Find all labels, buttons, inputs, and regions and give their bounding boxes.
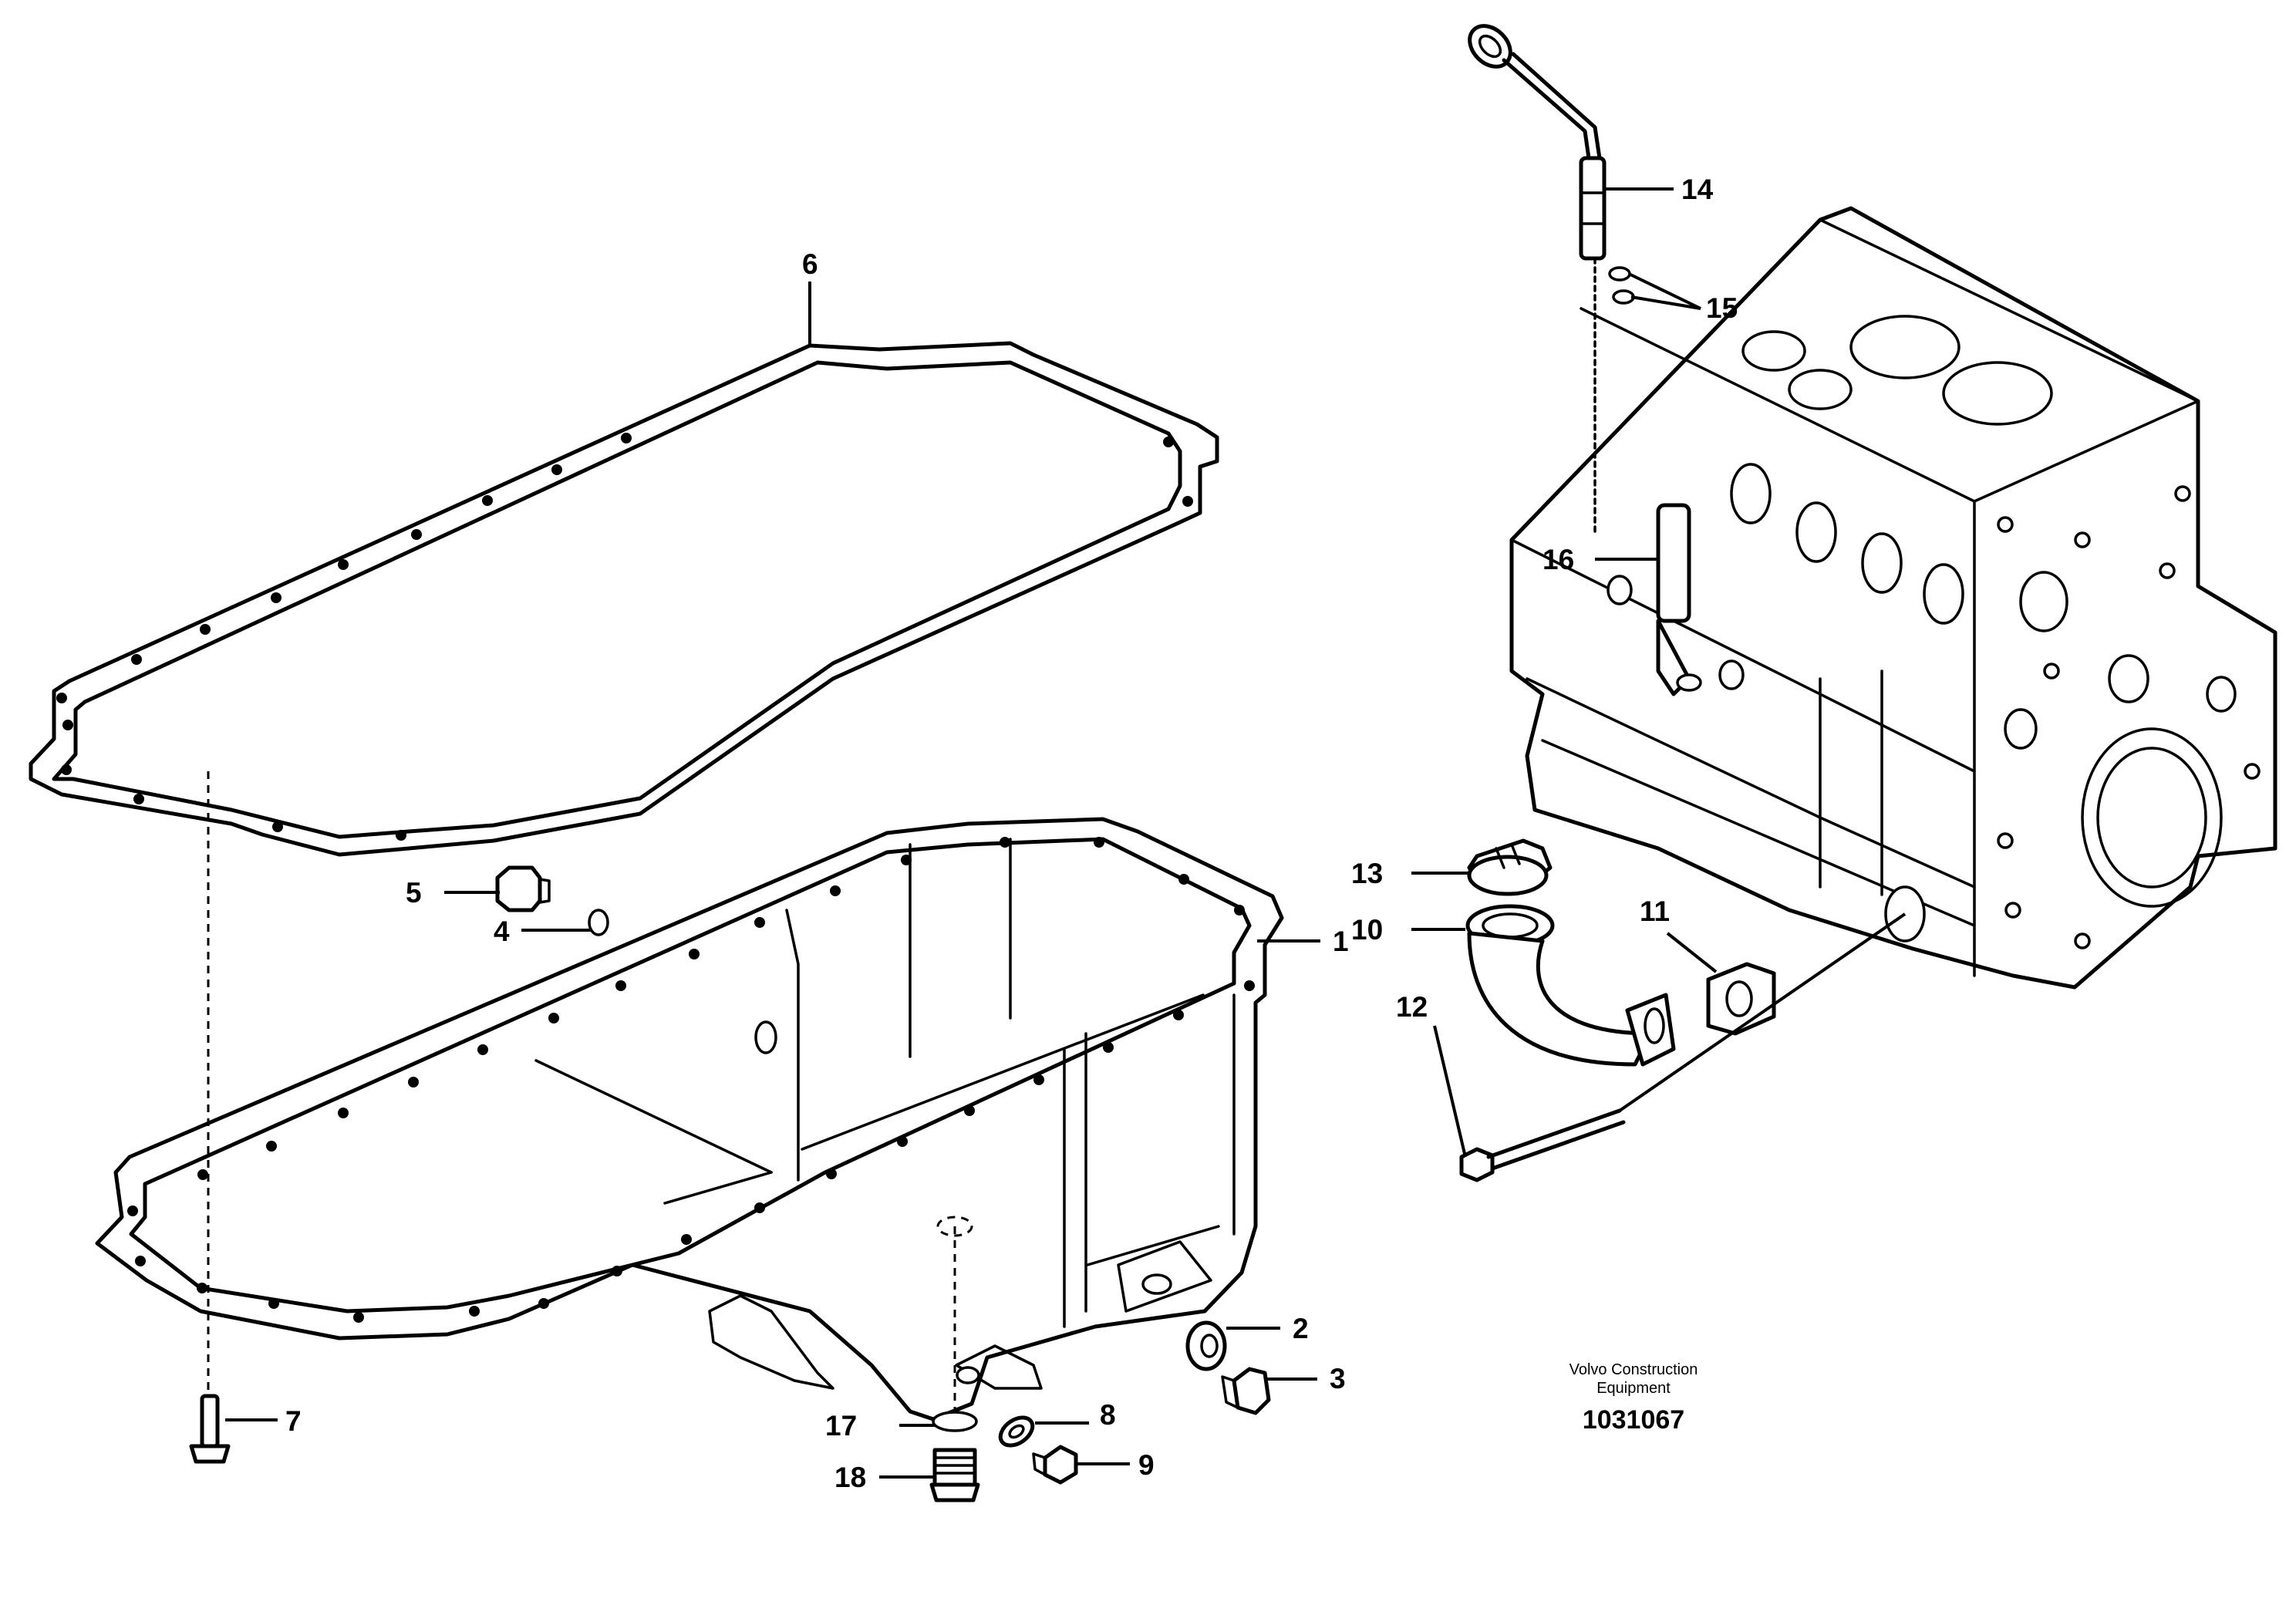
engine-block	[1509, 206, 2277, 990]
filler-pipe-gasket	[1706, 962, 1776, 1036]
callout-1: 1	[1333, 926, 1349, 957]
callout-2: 2	[1293, 1313, 1309, 1344]
o-ring-17	[932, 1216, 978, 1432]
callout-4: 4	[494, 916, 510, 947]
callout-10: 10	[1351, 914, 1383, 946]
callout-14: 14	[1681, 174, 1714, 205]
reference-number: 1031067	[1583, 1405, 1684, 1435]
callout-13: 13	[1351, 858, 1383, 889]
drain-plug-3	[1221, 1367, 1271, 1415]
credit-block: Volvo Construction Equipment 1031067	[1569, 1361, 1698, 1435]
plug-5	[495, 865, 551, 912]
dipstick-tube	[1656, 503, 1702, 696]
callout-leaders	[225, 187, 1718, 1479]
callout-18: 18	[834, 1462, 866, 1493]
credit-line-2: Equipment	[1596, 1380, 1671, 1397]
o-ring-4	[588, 909, 609, 936]
callout-7: 7	[285, 1405, 302, 1437]
oil-pan-gasket	[29, 341, 1219, 857]
callout-12: 12	[1396, 991, 1428, 1023]
drain-plug-18	[929, 1448, 980, 1502]
oil-filler-cap	[1467, 838, 1553, 896]
credit-line-1: Volvo Construction	[1569, 1361, 1698, 1378]
dipstick	[1468, 24, 1607, 534]
callout-labels: 1 2 3 4 5 6 7 8 9 10 11 12 13 14 15 16 1…	[285, 174, 1738, 1493]
callout-3: 3	[1330, 1363, 1346, 1394]
sealing-washer-2	[1185, 1320, 1227, 1371]
callout-8: 8	[1100, 1399, 1116, 1431]
callout-15: 15	[1706, 292, 1738, 324]
dipstick-o-rings	[1608, 266, 1635, 305]
callout-6: 6	[802, 248, 818, 280]
callout-17: 17	[825, 1410, 857, 1442]
oil-filler-pipe	[1465, 904, 1676, 1067]
callout-16: 16	[1542, 544, 1574, 575]
sealing-washer-8	[998, 1415, 1035, 1448]
callout-9: 9	[1138, 1449, 1155, 1481]
drain-plug-9	[1032, 1445, 1078, 1485]
oil-pan	[95, 817, 1284, 1421]
pan-flange-bolt-holes	[127, 837, 1255, 1323]
callout-11: 11	[1640, 895, 1670, 927]
callout-5: 5	[406, 877, 422, 909]
flange-screw	[1459, 912, 1907, 1182]
gasket-bolt-holes	[56, 433, 1193, 841]
pan-flange-screw	[189, 771, 231, 1464]
